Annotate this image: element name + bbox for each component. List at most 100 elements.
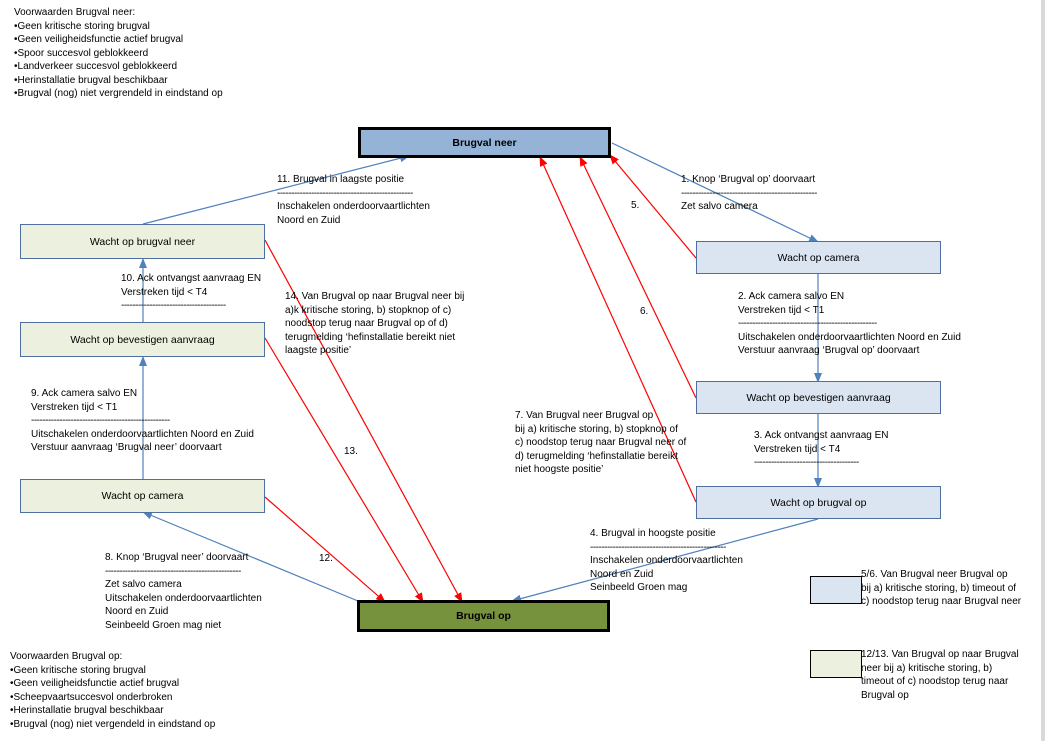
label-line: niet hoogste positie’ <box>515 464 604 475</box>
state-right-wacht-op-brugval-op[interactable]: Wacht op brugval op <box>696 486 941 519</box>
label-line: bij a) kritische storing, b) stopknop of <box>515 423 678 435</box>
arrow-t6 <box>579 156 697 399</box>
transition-label-2: 2. Ack camera salvo EN Verstreken tijd <… <box>738 290 961 358</box>
label-line: 1. Knop ‘Brugval op’ doorvaart <box>681 174 816 185</box>
label-line: d) terugmelding ‘hefinstallatie bereikt <box>515 450 678 462</box>
conditions-up-title: Voorwaarden Brugval op: <box>10 651 123 662</box>
label-line: Verstreken tijd < T4 <box>754 443 841 455</box>
arrow-t13 <box>264 337 424 603</box>
state-label: Wacht op camera <box>777 251 860 264</box>
legend-line: 5/6. Van Brugval neer Brugval op <box>861 569 1008 580</box>
label-divider: ----------------------------------------… <box>590 541 726 553</box>
state-right-wacht-op-bevestigen[interactable]: Wacht op bevestigen aanvraag <box>696 381 941 414</box>
legend-text-green: 12/13. Van Brugval op naar Brugval neer … <box>861 648 1019 702</box>
legend-line: c) noodstop terug naar Brugval neer <box>861 596 1022 607</box>
transition-label-13: 13. <box>344 446 358 457</box>
label-line: c) noodstop terug naar Brugval neer of <box>515 437 687 448</box>
conditions-up-item: •Geen kritische storing brugval <box>10 664 146 676</box>
transition-label-12: 12. <box>319 553 333 564</box>
transition-label-10: 10. Ack ontvangst aanvraag EN Verstreken… <box>121 272 261 313</box>
state-label: Wacht op bevestigen aanvraag <box>746 391 891 404</box>
transition-label-5: 5. <box>631 200 640 211</box>
state-label: Wacht op camera <box>101 490 184 502</box>
label-line: Inschakelen onderdoorvaartlichten <box>590 555 743 566</box>
legend-line: 12/13. Van Brugval op naar Brugval <box>861 649 1019 660</box>
label-line: 4. Brugval in hoogste positie <box>590 528 716 539</box>
label-line: Noord en Zuid <box>277 214 341 226</box>
state-brugval-op[interactable]: Brugval op <box>357 600 610 632</box>
conditions-up-item: •Brugval (nog) niet vergendeld in eindst… <box>10 718 216 730</box>
state-label: Brugval neer <box>452 136 517 149</box>
label-line: laagste positie’ <box>285 345 352 356</box>
legend-line: bij a) kritische storing, b) timeout of <box>861 582 1017 594</box>
label-line: 9. Ack camera salvo EN <box>31 388 138 399</box>
state-brugval-neer[interactable]: Brugval neer <box>358 127 611 158</box>
conditions-up-item: •Scheepvaartsuccesvol onderbroken <box>10 691 173 703</box>
label-line: 10. Ack ontvangst aanvraag EN <box>121 273 262 284</box>
label-line: noodstop terug naar Brugval op of d) <box>285 318 448 329</box>
conditions-down-item: •Brugval (nog) niet vergrendeld in einds… <box>14 88 223 99</box>
state-left-wacht-op-bevestigen[interactable]: Wacht op bevestigen aanvraag <box>20 322 265 357</box>
label-line: 2. Ack camera salvo EN <box>738 291 845 302</box>
arrow-t8 <box>142 511 359 602</box>
label-line: Verstreken tijd < T1 <box>738 304 825 316</box>
transition-label-11: 11. Brugval in laagste positie ---------… <box>277 173 430 227</box>
label-line: Uitschakelen onderdoorvaartlichten <box>105 592 262 604</box>
arrow-t1 <box>611 142 819 243</box>
conditions-down-title: Voorwaarden Brugval neer: <box>14 7 136 18</box>
state-left-wacht-op-brugval-neer[interactable]: Wacht op brugval neer <box>20 224 265 259</box>
label-line: Zet salvo camera <box>105 579 182 590</box>
legend-swatch-blue <box>810 576 862 604</box>
label-line: 8. Knop ‘Brugval neer’ doorvaart <box>105 552 249 563</box>
conditions-down-item: •Geen veiligheidsfunctie actief brugval <box>14 34 184 45</box>
label-line: Verstuur aanvraag ‘Brugval op’ doorvaart <box>738 345 920 356</box>
label-line: Noord en Zuid <box>105 606 169 617</box>
label-line: 7. Van Brugval neer Brugval op <box>515 410 654 421</box>
label-line: Verstreken tijd < T4 <box>121 286 208 298</box>
label-line: Inschakelen onderdoorvaartlichten <box>277 201 430 212</box>
arrow-t14 <box>264 239 463 603</box>
legend-text-blue: 5/6. Van Brugval neer Brugval op bij a) … <box>861 568 1021 609</box>
label-divider: ----------------------------------------… <box>738 318 877 329</box>
label-line: a)k kritische storing, b) stopknop of c) <box>285 304 452 316</box>
state-label: Wacht op bevestigen aanvraag <box>70 333 215 346</box>
conditions-down-item: •Geen kritische storing brugval <box>14 20 150 32</box>
label-divider: ----------------------------------------… <box>31 415 170 426</box>
transition-label-6: 6. <box>640 306 649 317</box>
state-left-wacht-op-camera[interactable]: Wacht op camera <box>20 479 265 513</box>
legend-swatch-green <box>810 650 862 678</box>
conditions-down-item: •Herinstallatie brugval beschikbaar <box>14 74 168 86</box>
legend-line: timeout of c) noodstop terug naar <box>861 676 1009 687</box>
conditions-down-item: •Spoor succesvol geblokkeerd <box>14 47 149 59</box>
label-divider: ----------------------------------------… <box>277 187 413 199</box>
arrow-t7 <box>539 156 697 503</box>
right-border <box>1041 0 1045 741</box>
conditions-down-item: •Landverkeer succesvol geblokkeerd <box>14 61 178 72</box>
arrow-t11 <box>142 154 410 225</box>
state-label: Wacht op brugval op <box>770 496 867 509</box>
label-line: 14. Van Brugval op naar Brugval neer bij <box>285 291 465 302</box>
state-label: Wacht op brugval neer <box>89 235 196 248</box>
legend-line: Brugval op <box>861 689 909 701</box>
state-right-wacht-op-camera[interactable]: Wacht op camera <box>696 241 941 274</box>
label-divider: ----------------------------------------… <box>681 187 817 199</box>
transition-label-8: 8. Knop ‘Brugval neer’ doorvaart -------… <box>105 551 262 632</box>
transition-label-4: 4. Brugval in hoogste positie ----------… <box>590 527 743 595</box>
arrow-t12 <box>264 496 386 603</box>
transition-label-1: 1. Knop ‘Brugval op’ doorvaart ---------… <box>681 173 817 214</box>
arrow-t5 <box>609 154 697 259</box>
state-label: Brugval op <box>456 610 511 622</box>
conditions-down: Voorwaarden Brugval neer: •Geen kritisch… <box>14 6 223 101</box>
transition-label-9: 9. Ack camera salvo EN Verstreken tijd <… <box>31 387 254 455</box>
conditions-up: Voorwaarden Brugval op: •Geen kritische … <box>10 650 215 731</box>
conditions-up-item: •Geen veiligheidsfunctie actief brugval <box>10 678 180 689</box>
label-line: 3. Ack ontvangst aanvraag EN <box>754 430 889 441</box>
label-line: Zet salvo camera <box>681 201 758 212</box>
legend-line: neer bij a) kritische storing, b) <box>861 662 993 674</box>
label-line: Uitschakelen onderdoorvaartlichten Noord… <box>738 331 961 343</box>
transition-label-7: 7. Van Brugval neer Brugval op bij a) kr… <box>515 409 686 477</box>
label-line: Seinbeeld Groen mag <box>590 582 688 593</box>
label-line: Seinbeeld Groen mag niet <box>105 619 222 631</box>
